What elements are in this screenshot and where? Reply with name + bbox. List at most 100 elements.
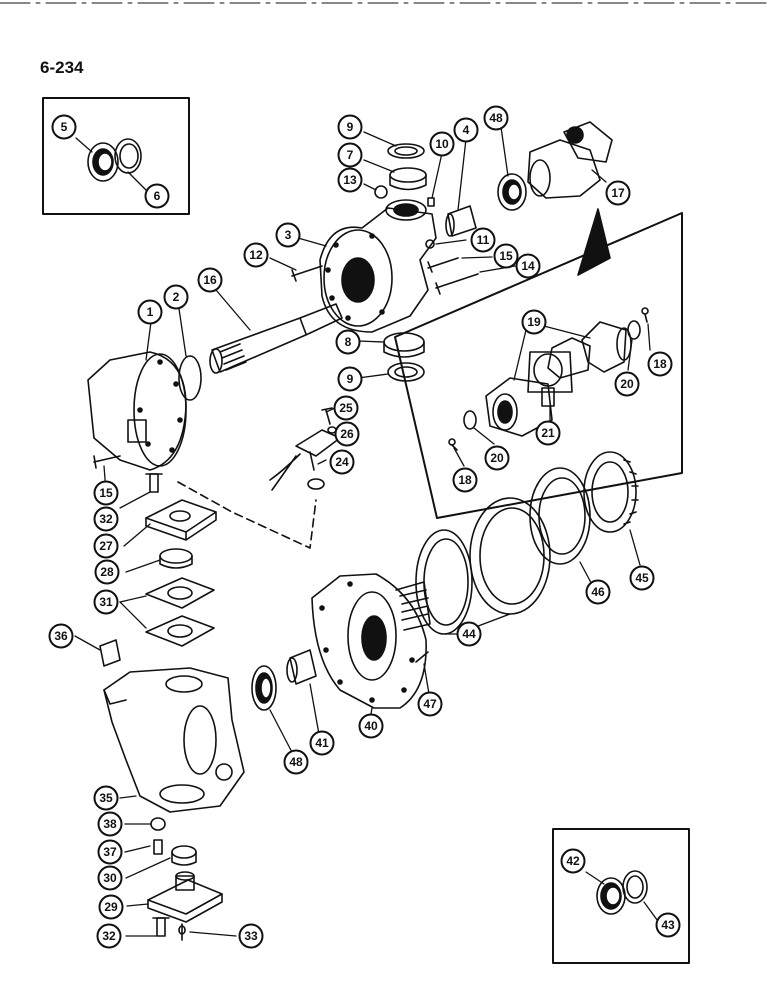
callout-label: 27	[99, 539, 113, 553]
callout-label: 18	[653, 357, 667, 371]
steering-knuckle-35-part	[103, 667, 245, 813]
callout-15: 15	[93, 480, 119, 506]
callout-label: 12	[249, 248, 263, 262]
callout-circle	[137, 299, 163, 325]
callout-circle	[94, 559, 120, 585]
callout-circle	[93, 533, 119, 559]
callout-circle	[333, 395, 359, 421]
callout-circle	[358, 713, 384, 739]
callout-33: 33	[238, 923, 264, 949]
callout-circle	[417, 691, 443, 717]
callout-label: 47	[423, 697, 437, 711]
callout-17: 17	[605, 180, 631, 206]
callout-13: 13	[337, 167, 363, 193]
callout-16: 16	[197, 267, 223, 293]
callout-label: 19	[527, 315, 541, 329]
callout-44: 44	[456, 621, 482, 647]
trunnion-housing-3-part	[319, 199, 437, 333]
callout-31: 31	[93, 589, 119, 615]
callout-circle	[429, 131, 455, 157]
callout-label: 2	[173, 290, 180, 304]
callout-circle	[483, 105, 509, 131]
callout-label: 20	[490, 451, 504, 465]
callout-label: 46	[591, 585, 605, 599]
callout-20: 20	[484, 445, 510, 471]
stud-12	[291, 265, 323, 282]
fitting-33	[178, 923, 186, 941]
callout-label: 26	[340, 427, 354, 441]
callout-18: 18	[647, 351, 673, 377]
wheel-hub-40-part	[311, 573, 431, 709]
callout-label: 42	[566, 854, 580, 868]
bearing-cup-48a	[497, 173, 527, 211]
callout-circle	[335, 329, 361, 355]
bushing-4	[445, 205, 477, 237]
bearing-cone-30	[171, 845, 197, 866]
callout-label: 40	[364, 719, 378, 733]
callout-circle	[456, 621, 482, 647]
fitting-11	[425, 239, 435, 249]
callout-label: 4	[463, 123, 470, 137]
callout-label: 36	[54, 629, 68, 643]
callout-label: 37	[103, 845, 117, 859]
callout-circle	[93, 506, 119, 532]
callout-circle	[243, 242, 269, 268]
seal-5-part	[87, 142, 119, 182]
callout-18: 18	[452, 467, 478, 493]
kingpin-cap-29-part	[147, 871, 223, 923]
callout-circle	[655, 912, 681, 938]
yoke-splined-part	[485, 377, 553, 437]
seal-ring-44a	[415, 529, 473, 635]
callout-label: 14	[521, 259, 535, 273]
callout-41: 41	[309, 730, 335, 756]
callout-label: 9	[347, 372, 354, 386]
callout-circle	[560, 848, 586, 874]
callout-circle	[329, 449, 355, 475]
callout-circle	[334, 421, 360, 447]
callout-label: 48	[489, 111, 503, 125]
callout-43: 43	[655, 912, 681, 938]
callout-27: 27	[93, 533, 119, 559]
harness-route-line	[177, 481, 317, 549]
callout-label: 44	[462, 627, 476, 641]
yoke-19-part	[547, 321, 632, 379]
callout-circle	[97, 811, 123, 837]
callout-label: 15	[499, 249, 513, 263]
callout-5: 5	[51, 114, 77, 140]
callout-7: 7	[337, 142, 363, 168]
callout-label: 24	[335, 455, 349, 469]
callout-25: 25	[333, 395, 359, 421]
callout-47: 47	[417, 691, 443, 717]
callout-label: 11	[477, 233, 490, 247]
callout-label: 41	[315, 736, 329, 750]
bolt-18a	[641, 307, 649, 323]
callout-label: 32	[102, 929, 116, 943]
callout-2: 2	[163, 284, 189, 310]
callout-40: 40	[358, 713, 384, 739]
bearing-cup-9b	[387, 362, 425, 382]
page-number: 6-234	[40, 58, 84, 77]
bearing-cup-48b	[251, 665, 277, 711]
callout-label: 31	[99, 595, 113, 609]
callout-6: 6	[144, 183, 170, 209]
callout-46: 46	[585, 579, 611, 605]
callout-35: 35	[93, 785, 119, 811]
callout-label: 29	[104, 900, 118, 914]
callout-circle	[337, 142, 363, 168]
callout-circle	[93, 785, 119, 811]
callout-circle	[98, 894, 124, 920]
callout-label: 16	[203, 273, 217, 287]
callout-circle	[309, 730, 335, 756]
pin-10	[427, 197, 435, 207]
callout-circle	[585, 579, 611, 605]
callout-label: 17	[611, 186, 625, 200]
callout-32: 32	[93, 506, 119, 532]
bushing-36	[99, 639, 121, 667]
callout-circle	[521, 309, 547, 335]
callout-circle	[452, 467, 478, 493]
bolt-47	[415, 651, 429, 663]
callout-label: 21	[541, 426, 555, 440]
callout-circle	[97, 839, 123, 865]
callout-24: 24	[329, 449, 355, 475]
callout-label: 48	[289, 755, 303, 769]
